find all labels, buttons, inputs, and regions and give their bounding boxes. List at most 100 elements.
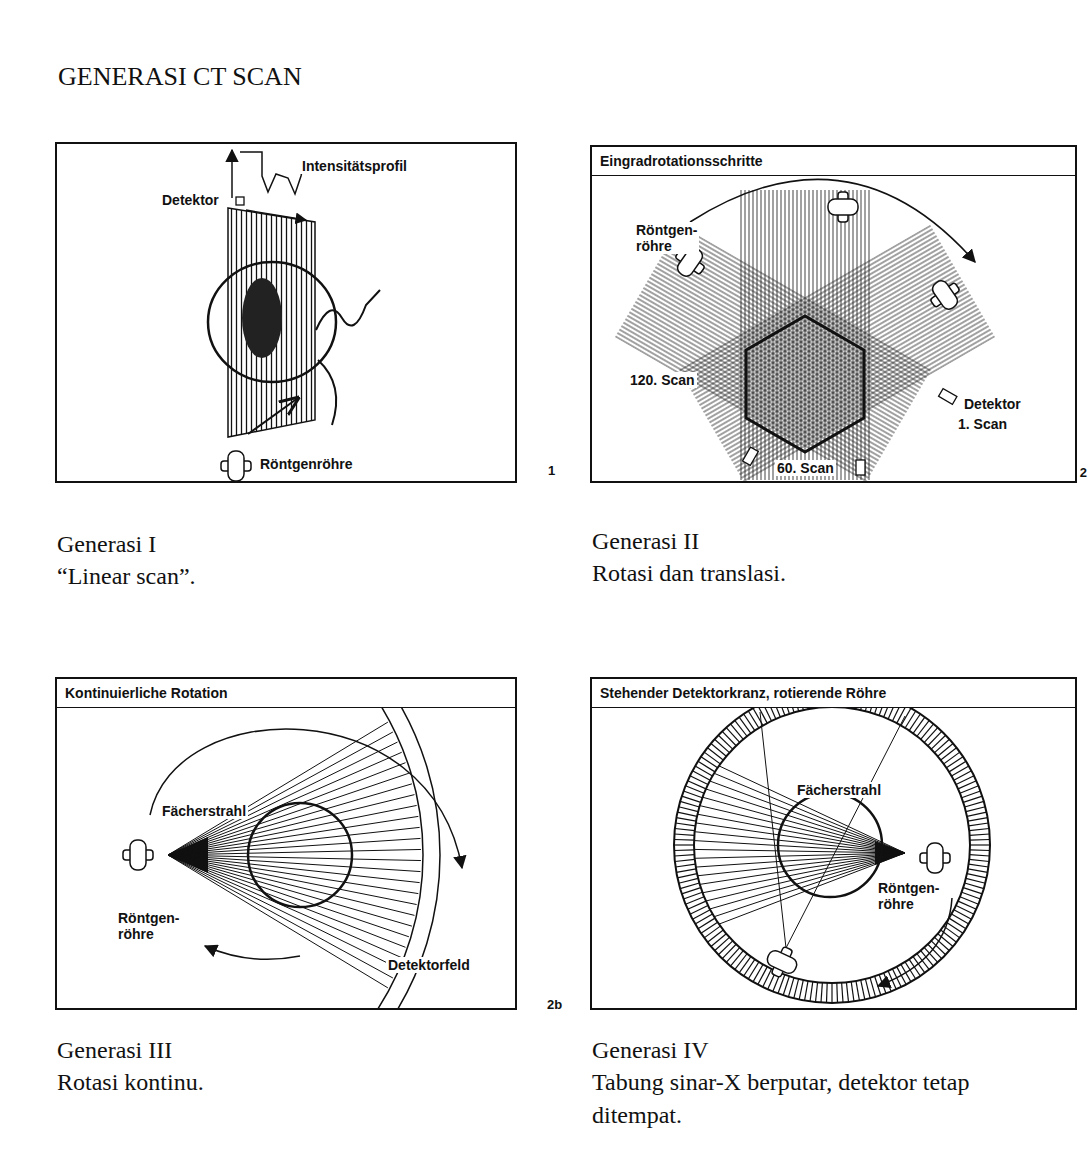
figure-stroke: [680, 883, 699, 889]
figure-stroke: [240, 152, 308, 194]
figure-stroke: [676, 818, 696, 821]
figure-stroke: [768, 708, 776, 719]
figure-stroke: [963, 796, 982, 802]
part-label: Röntgenröhre: [258, 456, 355, 472]
figure-stroke: [921, 724, 934, 739]
figure-stroke: [674, 844, 694, 845]
figure-stroke: [730, 951, 743, 966]
caption-text: Generasi III: [57, 1034, 497, 1066]
figure-stroke: [962, 791, 981, 798]
part-label: Fächerstrahl: [160, 803, 248, 819]
figure-stroke: [674, 855, 694, 856]
figure-stroke: [679, 878, 698, 883]
figure-stroke: [856, 708, 859, 709]
figure-stroke: [897, 708, 906, 723]
figure-stroke: [917, 720, 929, 736]
panel-header: Eingradrotationsschritte: [592, 147, 1075, 176]
figure-stroke: [205, 946, 300, 959]
figure-stroke: [735, 954, 747, 970]
figure-stroke: [836, 983, 838, 1003]
figure-stroke: [707, 930, 723, 942]
panel-frame: Stehender Detektorkranz, rotierende Röhr…: [590, 677, 1077, 1010]
figure-stroke: [952, 766, 969, 776]
figure-stroke: [783, 708, 789, 714]
figure-stroke: [810, 708, 813, 709]
figure-stroke: [748, 962, 759, 979]
figure-stroke: [695, 766, 712, 776]
figure-stroke: [805, 981, 808, 1001]
part-label: 60. Scan: [775, 460, 836, 476]
figure-stroke: [676, 864, 696, 867]
figure-stroke: [949, 761, 966, 772]
figure-stroke: [675, 828, 695, 830]
rotation-translation-figure: [615, 179, 995, 481]
figure-stroke: [168, 784, 412, 855]
figure-stroke: [762, 942, 802, 982]
panel-frame: EingradrotationsschritteGenerasi IIRotas…: [590, 145, 1077, 483]
figure-stroke: [949, 918, 966, 929]
figure-stroke: [698, 761, 715, 772]
caption-text: Generasi II: [592, 525, 1052, 557]
panel-caption: Generasi IIRotasi dan translasi.: [592, 525, 1052, 590]
figure-stroke: [248, 803, 352, 907]
figure-stroke: [968, 818, 988, 821]
figure-stroke: [921, 951, 934, 966]
figure-stroke: [168, 722, 421, 988]
figure-stroke: [674, 834, 694, 835]
figure-stroke: [735, 720, 747, 736]
figure-stroke: [966, 878, 985, 883]
panel-caption: Generasi IVTabung sinar-X berputar, dete…: [592, 1034, 987, 1131]
figure-stroke: [726, 948, 739, 963]
figure-stroke: [682, 888, 701, 894]
part-label: Intensitätsprofil: [300, 158, 409, 174]
figure-stroke: [168, 827, 420, 855]
figure-stroke: [698, 918, 715, 929]
part-label: Detektor: [962, 396, 1023, 412]
figure-stroke: [905, 711, 916, 728]
part-label: Detektorfeld: [386, 957, 472, 973]
figure-stroke: [700, 806, 905, 853]
figure-stroke: [236, 197, 244, 205]
figure-stroke: [861, 980, 865, 1000]
part-label: Detektor: [160, 192, 221, 208]
stationary-ring-figure: [674, 708, 990, 1003]
part-label: 1. Scan: [956, 416, 1009, 432]
panel-header: Stehender Detektorkranz, rotierende Röhr…: [592, 679, 1075, 708]
figure-stroke: [715, 739, 730, 752]
caption-text: Generasi I: [57, 528, 497, 560]
figure-stroke: [760, 712, 786, 948]
figure-stroke: [783, 976, 789, 995]
figure-stroke: [168, 732, 393, 855]
caption-text: “Linear scan”.: [57, 560, 497, 592]
figure-stroke: [952, 914, 969, 924]
figure-stroke: [694, 708, 970, 983]
figure-stroke: [970, 849, 990, 851]
figure-stroke: [711, 934, 726, 947]
figure-stroke: [941, 748, 957, 760]
figure-stroke: [714, 773, 905, 853]
figure-stroke: [316, 290, 380, 330]
figure-stroke: [846, 982, 848, 1002]
part-label: Fächerstrahl: [795, 782, 883, 798]
figure-stroke: [168, 816, 418, 855]
figure-stroke: [753, 965, 763, 982]
figure-stroke: [726, 728, 739, 743]
figure-stroke: [704, 752, 720, 764]
figure-stroke: [739, 717, 751, 733]
figure-stroke: [928, 731, 942, 745]
figure-stroke: [680, 801, 699, 807]
figure-stroke: [730, 724, 743, 739]
figure-stroke: [851, 708, 854, 709]
figure-stroke: [963, 888, 982, 894]
figure-stroke: [231, 150, 233, 198]
caption-text: Rotasi kontinu.: [57, 1066, 497, 1098]
figure-stroke: [710, 781, 905, 853]
figure-stroke: [794, 979, 799, 998]
figure-stroke: [970, 834, 990, 835]
linear-scan-figure: [208, 150, 380, 481]
figure-stroke: [682, 796, 701, 802]
figure-stroke: [826, 983, 828, 1003]
figure-stroke: [865, 979, 870, 998]
figure-stroke: [888, 708, 896, 719]
figure-stroke: [924, 948, 937, 963]
